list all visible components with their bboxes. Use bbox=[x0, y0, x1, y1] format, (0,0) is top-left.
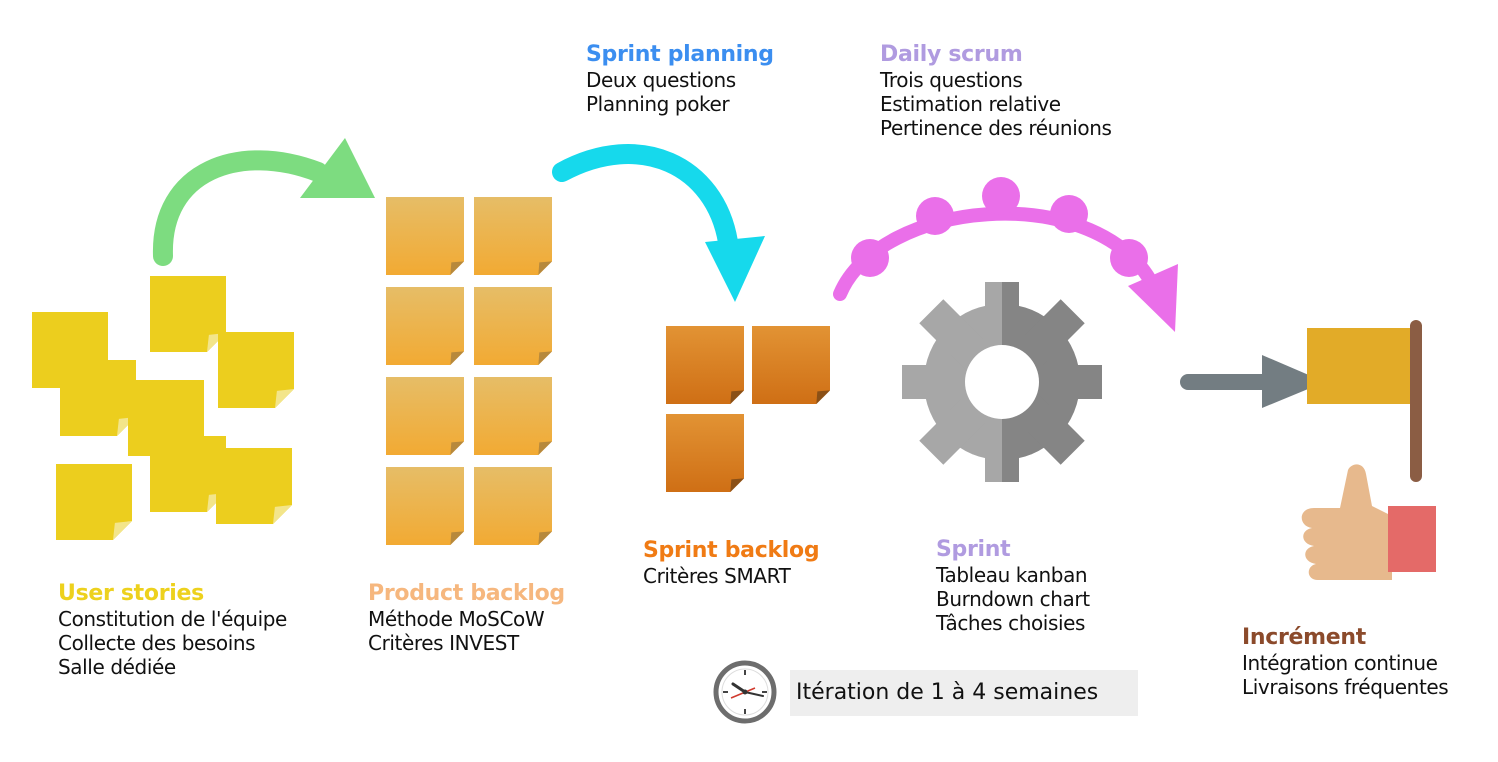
sprint-backlog-icon bbox=[666, 326, 830, 492]
stage-line: Salle dédiée bbox=[58, 655, 176, 679]
clock-icon bbox=[713, 660, 777, 724]
cyan-arrow-icon bbox=[552, 144, 765, 302]
sticky-notes-icon bbox=[32, 276, 294, 540]
stage-line: Critères SMART bbox=[643, 564, 791, 588]
stage-line: Tâches choisies bbox=[936, 611, 1086, 635]
gear-icon bbox=[902, 282, 1102, 482]
stage-title: Sprint planning bbox=[586, 42, 774, 67]
pink-arrow-icon bbox=[833, 177, 1178, 332]
stage-line: Trois questions bbox=[880, 68, 1023, 92]
stage-line: Méthode MoSCoW bbox=[368, 607, 545, 631]
stage-line: Intégration continue bbox=[1242, 651, 1438, 675]
iteration-label: Itération de 1 à 4 semaines bbox=[790, 670, 1138, 716]
stage-title: Sprint backlog bbox=[643, 538, 820, 563]
sprint-backlog-block: Sprint backlog Critères SMART bbox=[643, 538, 820, 588]
increment-block: Incrément Intégration continue Livraison… bbox=[1242, 625, 1449, 699]
stage-line: Livraisons fréquentes bbox=[1242, 675, 1449, 699]
stage-line: Burndown chart bbox=[936, 587, 1090, 611]
backlog-grid-icon bbox=[386, 197, 552, 545]
stage-line: Deux questions bbox=[586, 68, 736, 92]
stage-title: Product backlog bbox=[368, 581, 565, 606]
user-stories-block: User stories Constitution de l'équipe Co… bbox=[58, 581, 287, 679]
stage-title: Sprint bbox=[936, 537, 1011, 562]
sprint-planning-block: Sprint planning Deux questions Planning … bbox=[586, 42, 774, 116]
stage-line: Planning poker bbox=[586, 92, 730, 116]
stage-line: Constitution de l'équipe bbox=[58, 607, 287, 631]
green-arrow-icon bbox=[152, 138, 375, 266]
stage-line: Collecte des besoins bbox=[58, 631, 256, 655]
thumbs-up-icon bbox=[1301, 464, 1436, 580]
stage-title: Daily scrum bbox=[880, 42, 1023, 67]
daily-scrum-block: Daily scrum Trois questions Estimation r… bbox=[880, 42, 1112, 140]
gray-arrow-icon bbox=[1180, 355, 1325, 408]
stage-line: Critères INVEST bbox=[368, 631, 519, 655]
sprint-block: Sprint Tableau kanban Burndown chart Tâc… bbox=[936, 537, 1090, 635]
stage-title: Incrément bbox=[1242, 625, 1366, 650]
flag-icon bbox=[1307, 320, 1422, 482]
product-backlog-block: Product backlog Méthode MoSCoW Critères … bbox=[368, 581, 565, 655]
stage-title: User stories bbox=[58, 581, 204, 606]
stage-line: Pertinence des réunions bbox=[880, 116, 1112, 140]
stage-line: Estimation relative bbox=[880, 92, 1061, 116]
stage-line: Tableau kanban bbox=[936, 563, 1088, 587]
